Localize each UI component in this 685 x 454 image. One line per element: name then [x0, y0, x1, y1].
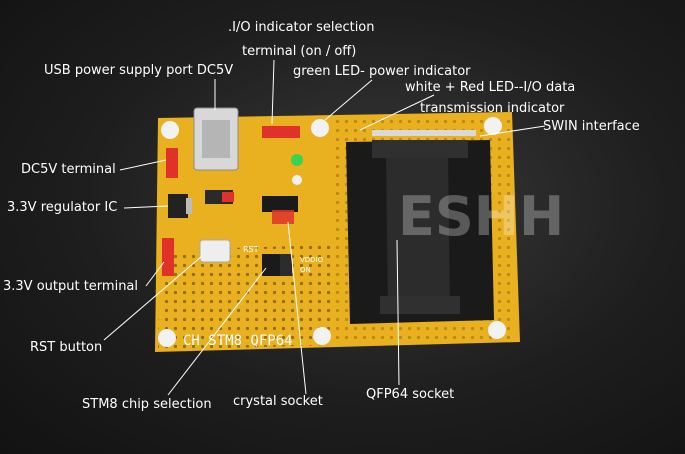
chip-select-jumper-2 [280, 254, 292, 276]
line-crystal [287, 221, 307, 395]
line-regulator [123, 205, 169, 209]
label-regulator: 3.3V regulator IC [7, 200, 118, 215]
power-jumper-red [222, 192, 234, 202]
regulator-pins [186, 198, 192, 214]
label-stm8-selection: STM8 chip selection [82, 397, 212, 412]
qfp64-latch-top [372, 140, 468, 158]
label-swin: SWIN interface [543, 119, 640, 134]
line-swin [479, 125, 546, 137]
mount-hole-bottom-mid [313, 327, 331, 345]
mount-hole-top-right [484, 117, 502, 135]
crystal-socket [262, 196, 298, 212]
line-green-led [324, 79, 373, 121]
rst-silkscreen: RST [243, 245, 259, 254]
crystal-jumper [272, 210, 294, 224]
regulator-ic [168, 194, 188, 218]
output-terminal-header [162, 238, 174, 276]
line-rst [103, 255, 203, 341]
label-white-red-led: white + Red LED--I/O data [405, 80, 576, 95]
label-green-led: green LED- power indicator [293, 64, 471, 79]
dc5v-terminal-header [166, 148, 178, 178]
label-rst-button: RST button [30, 340, 103, 355]
label-output-terminal: 3.3V output terminal [3, 279, 139, 294]
watermark: ESHH [398, 185, 564, 248]
line-io-selection [271, 59, 275, 125]
on-silkscreen: ON [300, 266, 311, 274]
white-led [292, 175, 302, 185]
mount-hole-top-mid [311, 119, 329, 137]
line-dc5v [119, 159, 167, 171]
callout-lines [103, 59, 546, 396]
usb-port-inner [202, 120, 230, 158]
label-dc5v-terminal: DC5V terminal [21, 162, 116, 177]
line-output [145, 261, 165, 287]
line-qfp64 [396, 239, 400, 386]
green-led [291, 154, 303, 166]
silkscreen-main: CH STM8 QFP64 [183, 333, 293, 349]
vddio-silkscreen: VDDIO [300, 256, 324, 264]
mount-hole-top-left [161, 121, 179, 139]
io-jumper-header [262, 126, 300, 138]
mount-hole-bottom-right [488, 321, 506, 339]
qfp64-socket-lid [386, 149, 450, 312]
label-qfp64: QFP64 socket [366, 387, 455, 402]
label-transmission: transmission indicator [420, 101, 565, 116]
line-stm8 [167, 267, 267, 396]
rst-button [199, 239, 231, 263]
label-terminal-on-off: terminal (on / off) [242, 44, 357, 59]
label-io-selection: .I/O indicator selection [228, 20, 375, 35]
label-usb-port: USB power supply port DC5V [44, 63, 234, 78]
qfp64-latch-bottom [380, 296, 460, 314]
label-crystal: crystal socket [233, 394, 323, 409]
line-white-red-led [359, 94, 435, 131]
mount-hole-bottom-left [158, 329, 176, 347]
swin-connector [372, 130, 476, 136]
